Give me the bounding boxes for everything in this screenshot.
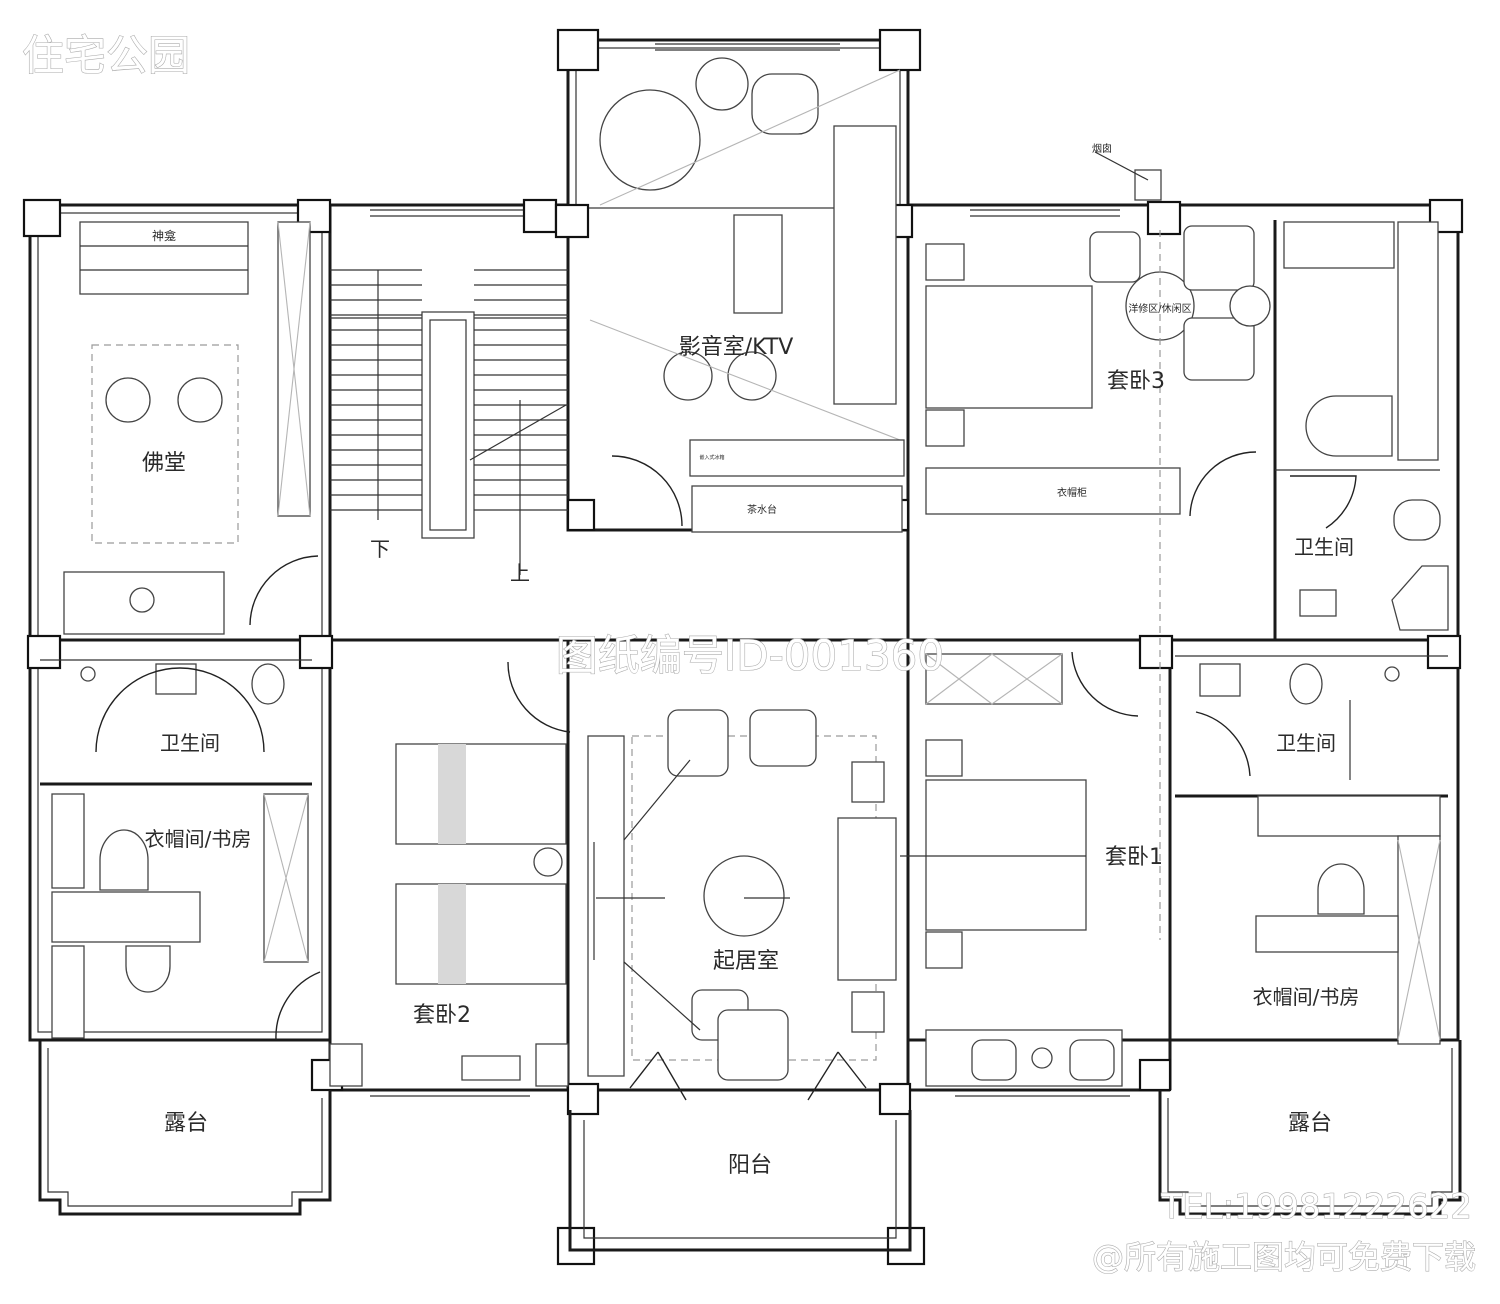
label-tea-counter: 茶水台 [747,503,777,516]
suite1-furniture [900,230,1161,1087]
bath-left-fixtures [40,659,312,786]
label-stair-down: 下 [370,537,390,561]
ktv-furniture [589,57,905,533]
label-buddha-hall: 佛堂 [142,451,186,476]
watermark-tel: TEL:19981222622 [1160,1187,1472,1227]
label-suite1: 套卧1 [1105,845,1163,870]
label-stair-up: 上 [510,561,530,585]
watermark-note: @所有施工图均可免费下载 [1092,1238,1476,1276]
living-room-furniture [596,709,897,1101]
label-terrace-right: 露台 [1288,1111,1332,1136]
label-cabinet: 嵌入式冰箱 [699,454,724,461]
label-suite3: 套卧3 [1107,369,1165,394]
label-ktv: 影音室/KTV [679,335,794,360]
buddha-hall-furniture [63,221,319,635]
label-chimney: 烟囱 [1092,142,1112,155]
right-wing-wall [906,203,1460,1042]
cloak-right-furniture [1255,795,1441,1045]
label-suite2: 套卧2 [413,1003,471,1028]
label-bath-right-top: 卫生间 [1294,535,1354,559]
room-labels: 佛堂 神龛 影音室/KTV 套卧3 洋修区/休闲区 烟囱 卫生间 卫生间 衣帽间… [142,142,1359,1178]
terraces [38,1040,1462,1252]
bath-right-top-fixtures [1273,220,1449,640]
label-terrace-left: 露台 [164,1111,208,1136]
suite2-furniture [329,661,625,1087]
bath-right-fixtures [1175,655,1448,798]
staircase [330,269,568,575]
label-wardrobe: 衣帽柜 [1057,486,1087,499]
label-cloak-left: 衣帽间/书房 [145,827,252,851]
label-shrine: 神龛 [152,229,176,243]
suite3-furniture [925,151,1271,517]
watermark-brand: 住宅公园 [22,31,190,80]
cloak-left-furniture [51,793,321,1041]
label-bath-right: 卫生间 [1276,731,1336,755]
ktv-inner-wall [575,47,901,209]
left-wing-inner-wall [37,212,323,1033]
exterior-walls [28,38,1460,1097]
left-wing-wall [28,203,332,1042]
watermark-drawing-id: 图纸编号ID-001360 [556,631,944,680]
label-living: 起居室 [713,949,779,974]
structural-columns [22,28,1464,1266]
label-bath-left: 卫生间 [160,731,220,755]
label-lounge: 洋修区/休闲区 [1128,302,1191,315]
label-balcony: 阳台 [728,1153,772,1178]
label-cloak-right: 衣帽间/书房 [1253,985,1360,1009]
watermarks: 住宅公园 图纸编号ID-001360 TEL:19981222622 @所有施工… [21,30,1476,1276]
